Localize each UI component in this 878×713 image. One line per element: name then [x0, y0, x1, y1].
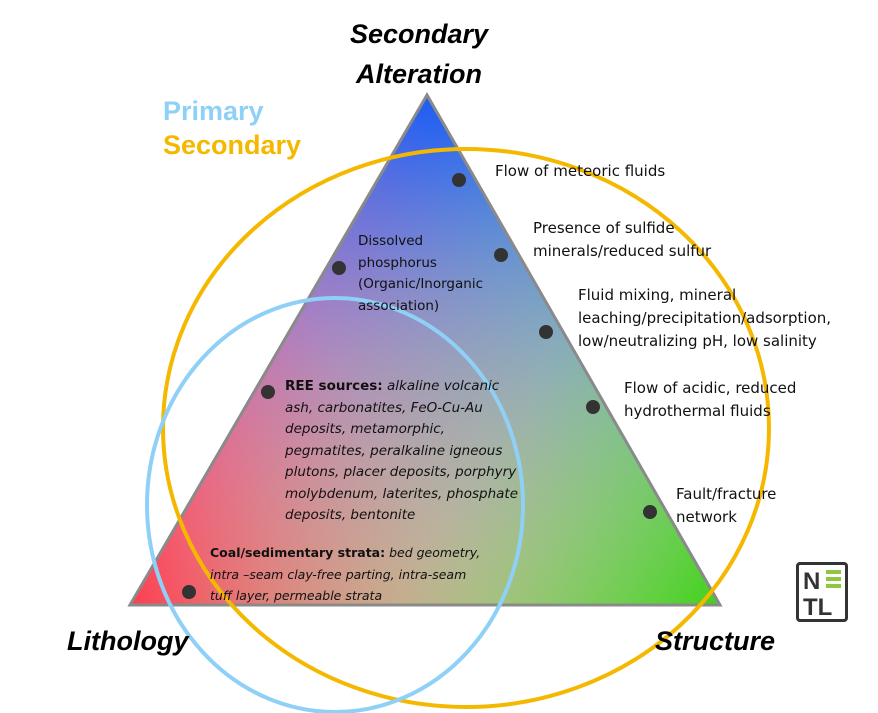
netl-logo-mark: N TL [803, 568, 841, 621]
ree-sources-text: REE sources: alkaline volcanic ash, carb… [285, 376, 518, 527]
line: association) [358, 297, 440, 314]
factor-hydrothermal: Flow of acidic, reduced hydrothermal flui… [624, 377, 796, 423]
phosphorus-dot [332, 261, 346, 275]
line: (Organic/Inorganic [358, 276, 484, 292]
line: bed geometry, [389, 545, 481, 560]
factor-fault: Fault/fracture network [676, 483, 776, 529]
line: Flow of acidic, reduced [624, 379, 797, 397]
factor-fluid-mixing: Fluid mixing, mineral leaching/precipitat… [578, 284, 831, 353]
netl-logo: N TL [796, 562, 848, 622]
line: low/neutralizing pH, low salinity [578, 332, 817, 350]
ree-label: REE sources: [285, 378, 383, 394]
svg-text:TL: TL [803, 594, 832, 619]
line: plutons, placer deposits, porphyry [285, 464, 517, 480]
factor-meteoric: Flow of meteoric fluids [495, 162, 666, 180]
line: minerals/reduced sulfur [533, 242, 712, 260]
ree-dot [261, 385, 275, 399]
line: Presence of sulfide [533, 219, 675, 237]
line: alkaline volcanic [387, 378, 500, 394]
line: Dissolved [358, 233, 424, 249]
triangle [127, 92, 723, 607]
line: pegmatites, peralkaline igneous [285, 442, 503, 459]
vertex-structure: Structure [655, 626, 776, 656]
secondary-ellipse [161, 147, 771, 709]
factor-dot [494, 248, 508, 262]
line: molybdenum, laterites, phosphate [285, 485, 518, 502]
factor-dot [539, 325, 553, 339]
vertex-line: Secondary [350, 19, 489, 49]
line: network [676, 508, 737, 526]
line: Fluid mixing, mineral [578, 286, 737, 304]
primary-ellipse [145, 296, 525, 713]
line: deposits, metamorphic, [285, 421, 445, 437]
line: ash, carbonatites, FeO-Cu-Au [285, 399, 483, 416]
vertex-secondary-alteration: Secondary Alteration [350, 14, 488, 94]
coal-dot [182, 585, 196, 599]
legend-primary: Primary [163, 96, 264, 126]
factor-sulfide: Presence of sulfide minerals/reduced sulf… [533, 217, 711, 263]
legend-secondary: Secondary [163, 130, 302, 160]
factor-dot [452, 173, 466, 187]
factor-dot [643, 505, 657, 519]
line: tuff layer, permeable strata [210, 588, 383, 603]
vertex-lithology: Lithology [67, 626, 189, 656]
line: Fault/fracture [676, 485, 777, 503]
line: deposits, bentonite [285, 507, 416, 523]
svg-text:N: N [803, 568, 820, 595]
vertex-line: Alteration [356, 59, 483, 89]
coal-strata-text: Coal/sedimentary strata: bed geometry, i… [210, 542, 480, 607]
factor-dot [586, 400, 600, 414]
line: hydrothermal fluids [624, 402, 771, 420]
phosphorus-text: Dissolved phosphorus (Organic/Inorganic ass… [358, 231, 483, 317]
line: leaching/precipitation/adsorption, [578, 309, 832, 327]
coal-label: Coal/sedimentary strata: [210, 545, 386, 560]
line: phosphorus [358, 254, 437, 271]
line: intra –seam clay-free parting, intra-sea… [210, 566, 467, 582]
